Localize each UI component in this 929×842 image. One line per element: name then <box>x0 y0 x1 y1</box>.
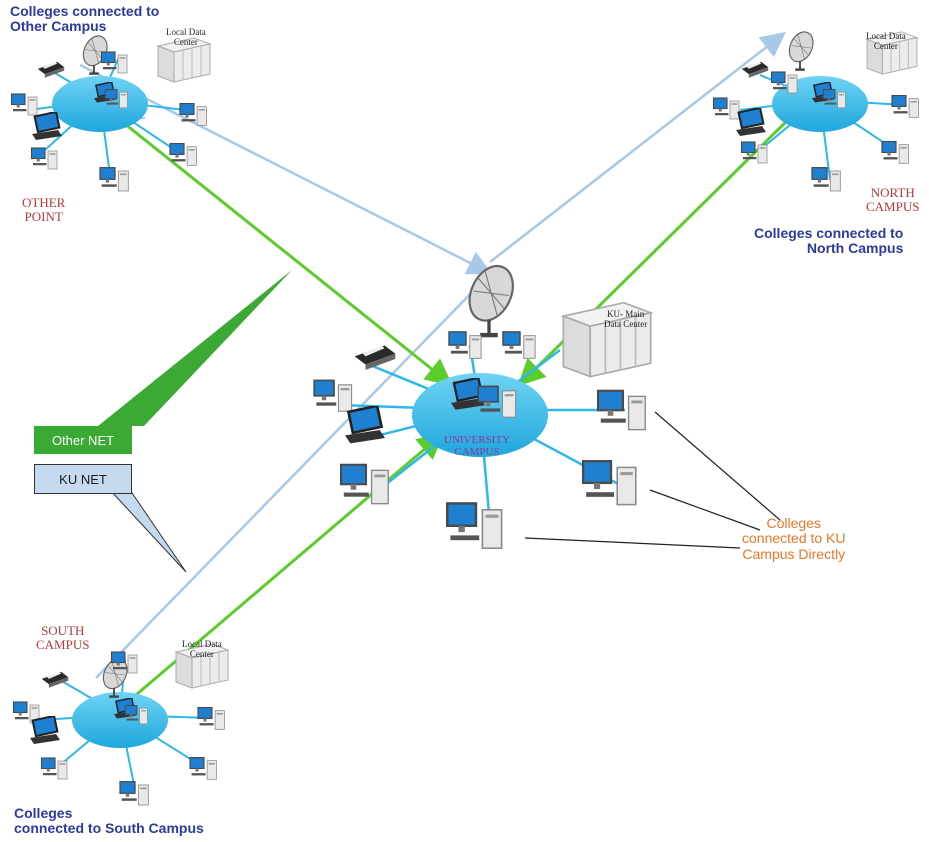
main-dc-line2: Data Center <box>604 318 648 329</box>
main-data-center-label: KU- Main Data Center <box>604 309 648 330</box>
other-dc-line2: Center <box>173 36 198 47</box>
other-point-label: OTHER POINT <box>22 195 66 225</box>
south-campus-label: SOUTH CAMPUS <box>36 623 90 653</box>
other-campus-cluster <box>10 32 211 192</box>
other-dc-line1: Local Data <box>166 27 206 37</box>
other-campus-hub <box>52 76 148 132</box>
direct-line3: Campus Directly <box>742 545 846 562</box>
north-campus-caption: Colleges connected to North Campus <box>754 225 904 257</box>
other-campus-caption: Colleges connected to Other Campus <box>10 3 160 35</box>
other-net-link-other-main <box>95 96 453 386</box>
north-dc-line1: Local Data <box>866 31 906 41</box>
direct-college-pointers <box>524 411 781 549</box>
south-campus-cluster <box>12 643 229 806</box>
south-point-line1: SOUTH <box>41 623 85 638</box>
university-line1: UNIVERSITY <box>444 434 510 446</box>
north-campus-caption-line1: Colleges connected to <box>754 225 904 241</box>
other-campus-caption-line2: Other Campus <box>10 18 107 35</box>
north-point-line2: CAMPUS <box>866 199 920 215</box>
north-campus-caption-line2: North Campus <box>806 240 904 257</box>
north-campus-label: NORTH CAMPUS <box>866 185 920 215</box>
ku-net-link-main-to-north <box>489 31 786 263</box>
direct-line1: Colleges <box>766 515 821 531</box>
north-point-line1: NORTH <box>870 185 915 200</box>
other-local-data-center-label: Local Data Center <box>166 27 206 48</box>
south-campus-caption-line2: connected to South Campus <box>14 820 204 837</box>
south-dc-line2: Center <box>189 648 214 659</box>
main-dc-line1: KU- Main <box>606 309 645 319</box>
legend-other-net: Other NET <box>34 426 132 454</box>
other-net-callout-pointer <box>98 270 292 426</box>
north-local-data-center-label: Local Data Center <box>866 31 906 52</box>
south-campus-caption-line1: Colleges <box>14 805 73 821</box>
south-campus-caption: Colleges connected to South Campus <box>14 805 204 837</box>
ku-net-callout-pointer <box>108 489 187 573</box>
ku-net-link-south-to-main <box>95 281 483 679</box>
university-campus-label: UNIVERSITY CAMPUS <box>444 434 510 458</box>
north-campus-cluster <box>712 28 920 192</box>
other-campus-caption-line1: Colleges connected to <box>10 3 160 19</box>
south-local-data-center-label: Local Data Center <box>182 639 222 660</box>
direct-colleges-label: Colleges connected to KU Campus Directly <box>742 515 846 562</box>
university-line2: CAMPUS <box>454 446 500 459</box>
other-point-line2: POINT <box>24 209 63 225</box>
south-dc-line1: Local Data <box>182 639 222 649</box>
south-campus-hub <box>72 692 168 748</box>
direct-line2: connected to KU <box>742 530 846 547</box>
south-point-line2: CAMPUS <box>36 637 90 653</box>
legend-ku-net: KU NET <box>34 464 132 494</box>
university-campus-cluster <box>313 257 652 550</box>
other-point-line1: OTHER <box>22 195 66 210</box>
north-dc-line2: Center <box>873 40 898 51</box>
